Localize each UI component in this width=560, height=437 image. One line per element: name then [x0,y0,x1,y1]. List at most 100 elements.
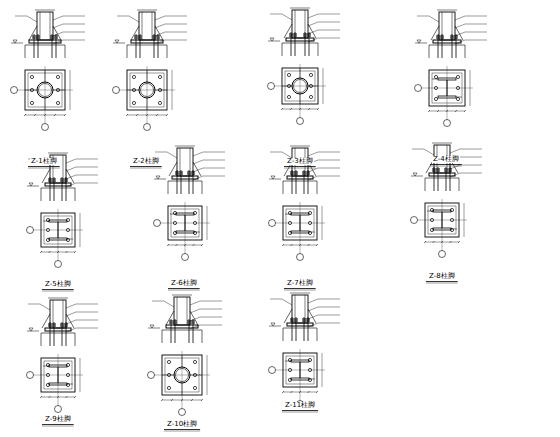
drawing-stroke [74,251,76,253]
drawing-stroke [58,209,59,261]
drawing-stroke [66,159,76,163]
drawing-stroke [284,166,316,167]
drawing-stroke [448,171,452,172]
drawing-stroke [175,146,195,147]
detail-title: Z-9柱脚 [44,416,72,423]
drawing-stroke [76,328,98,329]
drawing-stroke [161,399,163,401]
drawing-stroke [130,166,162,167]
drawing-stroke [429,45,465,46]
drawing-stroke [282,412,318,413]
drawing-stroke [308,323,318,327]
drawing-stroke [168,288,200,289]
drawing-stroke [309,73,312,76]
drawing-stroke [169,321,173,322]
drawing-stroke [154,375,210,376]
drawing-stroke [64,181,68,182]
drawing-stroke [60,324,64,325]
drawing-stroke [185,202,186,254]
drawing-stroke [17,90,73,91]
drawing-stroke [291,391,293,393]
drawing-stroke [455,40,465,44]
drawing-stroke [308,307,318,311]
drawing-stroke [177,148,193,176]
drawing-stroke [41,188,42,201]
drawing-stroke [53,16,63,20]
drawing-stroke [193,176,203,180]
detail-title: Z-4柱脚 [432,156,460,163]
drawing-stroke [156,114,158,116]
drawing-stroke [193,244,195,246]
drawing-stroke [316,244,318,246]
drawing-stroke [284,24,292,38]
drawing-stroke [428,110,430,112]
drawing-stroke [167,386,170,389]
drawing-stroke [137,10,157,11]
drawing-stroke [431,26,439,40]
drawing-stroke [432,171,436,172]
drawing-stroke [46,363,49,366]
drawing-stroke [282,410,318,411]
drawing-stroke [164,429,200,430]
drawing-stroke [318,14,340,15]
drawing-stroke [11,87,18,94]
drawing-stroke [318,176,340,177]
drawing-stroke [65,45,66,58]
drawing-stroke [201,399,203,401]
drawing-stroke [30,75,33,78]
drawing-stroke [201,244,203,246]
drawing-stroke [288,378,291,381]
drawing-stroke [40,304,50,310]
drawing-stroke [275,223,325,224]
detail-title: Z-5柱脚 [44,281,72,288]
drawing-stroke [282,391,284,393]
drawing-stroke [444,171,448,172]
drawing-stroke [460,149,482,150]
drawing-stroke [308,168,318,172]
drawing-stroke [282,43,283,56]
drawing-stroke [282,299,292,305]
drawing-stroke [41,333,75,334]
drawing-stroke [168,181,202,182]
drawing-stroke [202,181,203,194]
drawing-stroke [191,174,195,175]
drawing-stroke [289,36,293,37]
drawing-stroke [450,165,460,169]
drawing-stroke [74,396,76,398]
drawing-stroke [455,26,463,40]
drawing-stroke [425,178,426,191]
drawing-stroke [430,208,433,211]
drawing-stroke [436,169,440,170]
detail-title: Z-8柱脚 [428,273,456,280]
drawing-stroke [172,176,198,179]
drawing-stroke [293,36,297,37]
drawing-stroke [134,36,138,37]
drawing-stroke [165,24,187,25]
drawing-stroke [179,174,183,175]
drawing-stroke [33,230,83,231]
drawing-stroke [167,244,169,246]
drawing-stroke [450,36,454,37]
drawing-stroke [455,24,465,28]
drawing-stroke [66,320,76,324]
drawing-stroke [167,360,170,363]
drawing-stroke [27,331,39,332]
drawing-stroke [268,83,275,90]
drawing-stroke [270,14,282,15]
drawing-stroke [290,172,294,173]
drawing-stroke [455,32,465,36]
drawing-stroke [155,26,163,40]
drawing-stroke [283,328,317,329]
drawing-stroke [292,10,308,38]
drawing-stroke [200,309,222,310]
drawing-stroke [53,26,61,40]
drawing-stroke [200,301,222,302]
drawing-stroke [34,114,36,116]
drawing-stroke [283,328,284,341]
drawing-stroke [66,238,69,241]
drawing-stroke [54,38,58,39]
drawing-stroke [173,211,176,214]
drawing-stroke [49,396,51,398]
drawing-stroke [464,110,466,112]
